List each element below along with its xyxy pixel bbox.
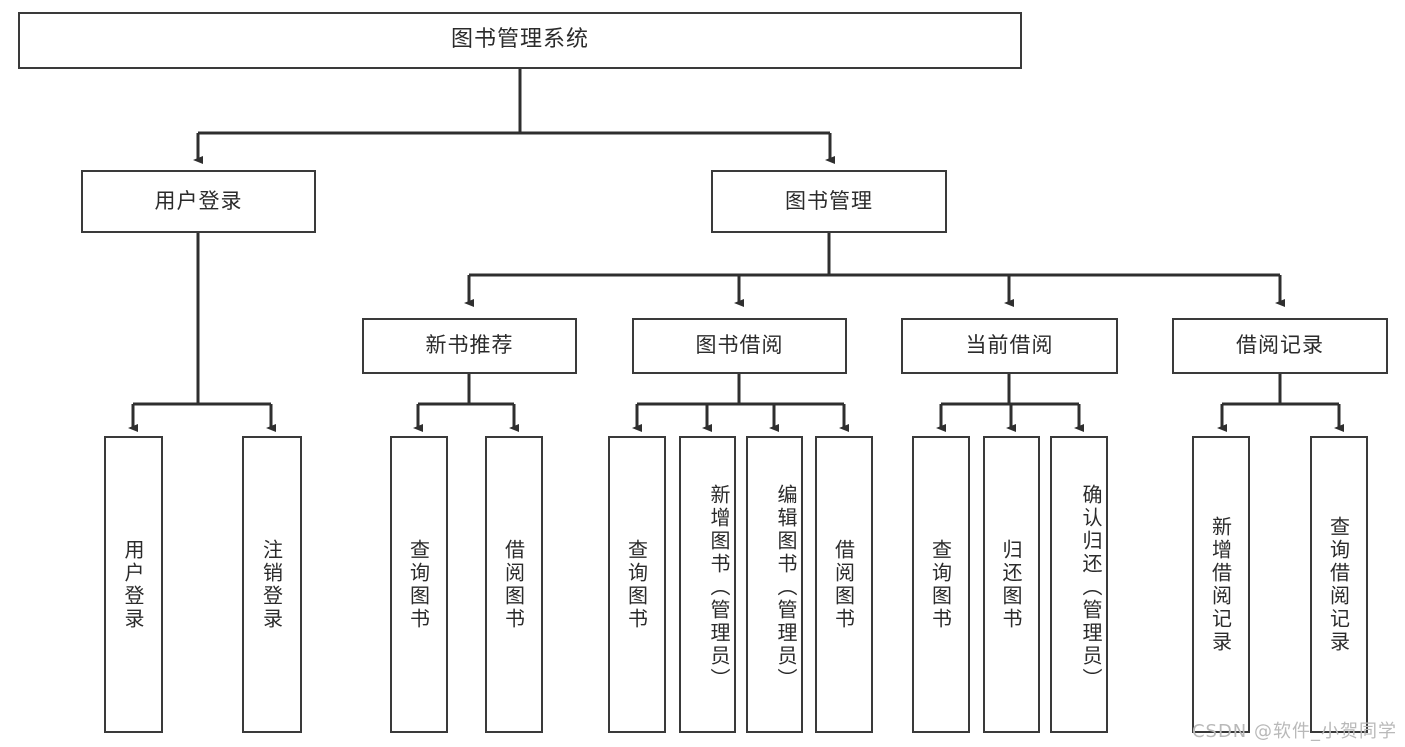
leaf-logout[interactable]: 注销登录 [242, 436, 302, 733]
node-book-management[interactable]: 图书管理 [711, 170, 947, 233]
node-current-borrow[interactable]: 当前借阅 [901, 318, 1118, 374]
watermark-text: CSDN @软件_小贺同学 [1191, 721, 1397, 742]
leaf-add-book-admin[interactable]: 新增图书（管理员） [679, 436, 736, 733]
node-root-system[interactable]: 图书管理系统 [18, 12, 1022, 69]
leaf-label: 注销登录 [259, 538, 284, 631]
node-new-book-recommend[interactable]: 新书推荐 [362, 318, 577, 374]
leaf-label: 查询借阅记录 [1326, 515, 1351, 654]
node-book-borrow[interactable]: 图书借阅 [632, 318, 847, 374]
leaf-return-book[interactable]: 归还图书 [983, 436, 1040, 733]
leaf-label: 借阅图书 [501, 538, 526, 631]
leaf-label: 归还图书 [999, 538, 1023, 631]
leaf-label: 查询图书 [406, 538, 431, 631]
leaf-borrow-book-recommend[interactable]: 借阅图书 [485, 436, 543, 733]
leaf-label: 确认归还（管理员） [1079, 484, 1103, 691]
leaf-label: 查询图书 [928, 538, 953, 631]
leaf-label: 用户登录 [121, 538, 145, 631]
leaf-add-borrow-record[interactable]: 新增借阅记录 [1192, 436, 1250, 733]
leaf-borrow-book[interactable]: 借阅图书 [815, 436, 873, 733]
leaf-query-book-recommend[interactable]: 查询图书 [390, 436, 448, 733]
leaf-label: 新增借阅记录 [1208, 515, 1233, 654]
leaf-confirm-return-admin[interactable]: 确认归还（管理员） [1050, 436, 1108, 733]
node-borrow-record[interactable]: 借阅记录 [1172, 318, 1388, 374]
leaf-label: 查询图书 [624, 538, 649, 631]
leaf-user-login[interactable]: 用户登录 [104, 436, 163, 733]
leaf-edit-book-admin[interactable]: 编辑图书（管理员） [746, 436, 803, 733]
node-user-login[interactable]: 用户登录 [81, 170, 316, 233]
leaf-label: 新增图书（管理员） [707, 484, 731, 691]
leaf-query-book-current[interactable]: 查询图书 [912, 436, 970, 733]
leaf-label: 编辑图书（管理员） [774, 484, 798, 691]
leaf-query-borrow-record[interactable]: 查询借阅记录 [1310, 436, 1368, 733]
leaf-query-book-borrow[interactable]: 查询图书 [608, 436, 666, 733]
leaf-label: 借阅图书 [831, 538, 856, 631]
